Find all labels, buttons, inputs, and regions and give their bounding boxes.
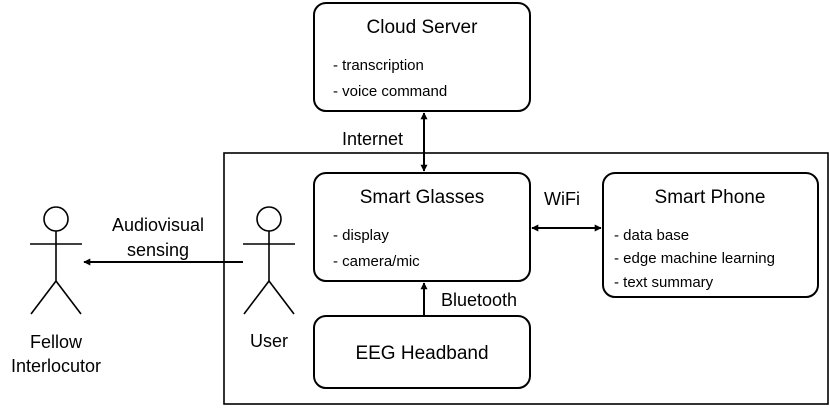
smart-glasses-item: - display bbox=[333, 227, 389, 244]
eeg-headband-node: EEG Headband bbox=[313, 315, 531, 389]
smart-phone-item: - text summary bbox=[614, 274, 714, 291]
cloud-server-node: Cloud Server - transcription - voice com… bbox=[313, 2, 531, 112]
fellow-label: Interlocutor bbox=[11, 356, 101, 376]
cloud-server-item: - voice command bbox=[333, 83, 447, 100]
eeg-headband-title: EEG Headband bbox=[355, 343, 488, 364]
system-boundary bbox=[223, 152, 829, 405]
smart-phone-title: Smart Phone bbox=[655, 187, 766, 208]
smart-glasses-item: - camera/mic bbox=[333, 253, 420, 270]
audiovisual-label: Audiovisual bbox=[112, 215, 204, 235]
fellow-label: Fellow bbox=[30, 332, 83, 352]
wifi-label: WiFi bbox=[544, 189, 580, 209]
fellow-actor-icon bbox=[30, 206, 82, 315]
audiovisual-label: sensing bbox=[127, 240, 189, 260]
user-label: User bbox=[250, 331, 288, 351]
smart-glasses-title: Smart Glasses bbox=[360, 187, 485, 208]
smart-phone-item: - data base bbox=[614, 227, 689, 244]
smart-phone-node: Smart Phone - data base - edge machine l… bbox=[602, 172, 819, 298]
cloud-server-title: Cloud Server bbox=[367, 17, 479, 38]
smart-glasses-node: Smart Glasses - display - camera/mic bbox=[313, 172, 531, 282]
user-actor-icon bbox=[243, 206, 295, 315]
cloud-server-item: - transcription bbox=[333, 57, 424, 74]
bluetooth-label: Bluetooth bbox=[441, 290, 517, 310]
smart-phone-item: - edge machine learning bbox=[614, 250, 775, 267]
internet-label: Internet bbox=[342, 129, 403, 149]
